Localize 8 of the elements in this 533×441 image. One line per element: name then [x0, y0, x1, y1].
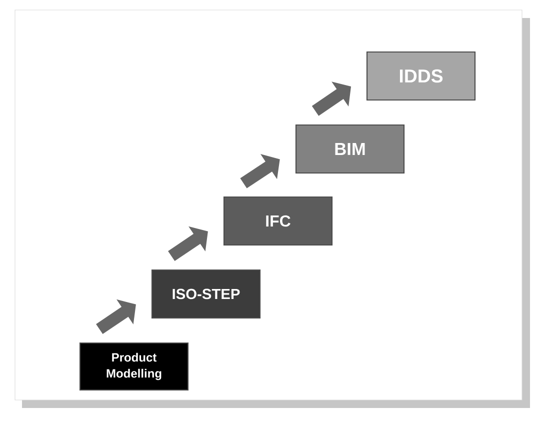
block-arrow — [96, 299, 136, 334]
process-box: ISO-STEP — [151, 269, 261, 319]
block-arrow — [240, 154, 280, 188]
process-box: IDDS — [366, 51, 476, 101]
process-box: IFC — [223, 196, 333, 246]
process-box: BIM — [295, 124, 405, 174]
block-arrow — [168, 226, 208, 262]
process-box: Product Modelling — [79, 342, 189, 391]
